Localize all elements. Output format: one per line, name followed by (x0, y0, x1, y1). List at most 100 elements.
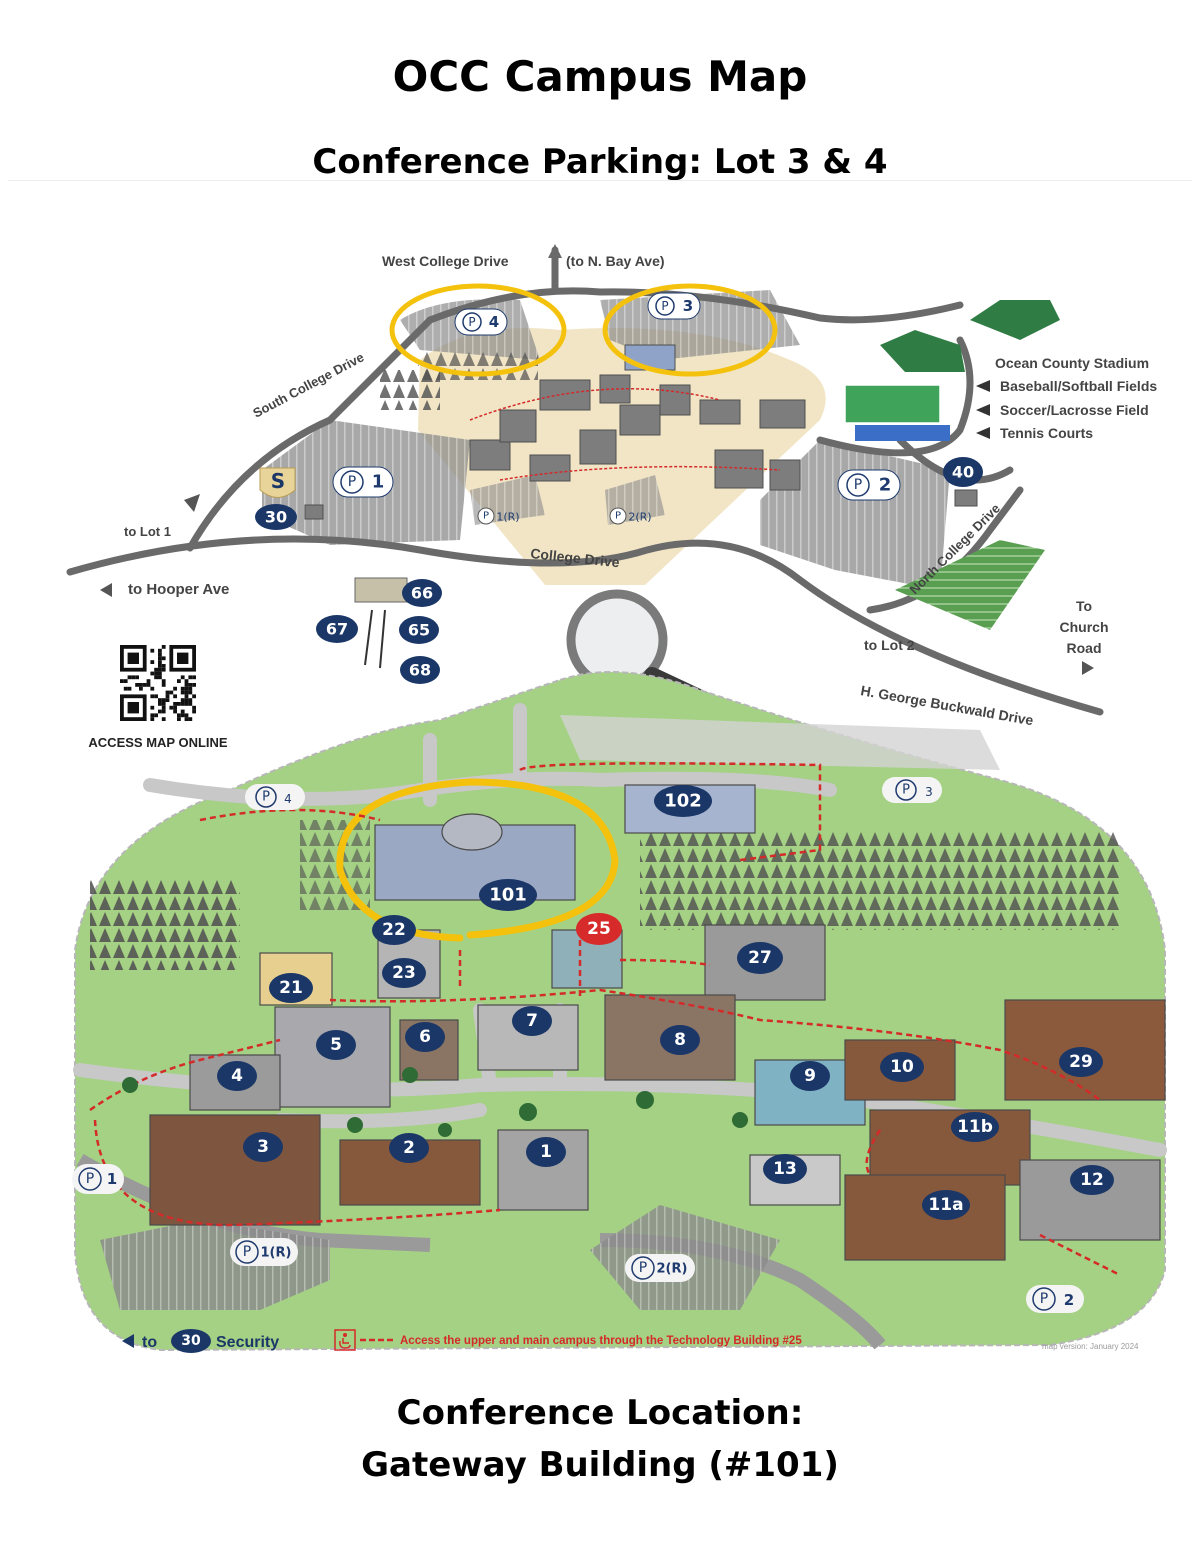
svg-text:2(R): 2(R) (657, 1262, 688, 1277)
road-buckwald: H. George Buckwald Drive (859, 682, 1034, 728)
overview-parking-signs: P 4 P 3 P 1 P 2 P (332, 292, 901, 525)
badge-67[interactable]: 67 (316, 615, 358, 643)
badge-11b[interactable]: 11b (951, 1112, 999, 1142)
building-11a (844, 1174, 1006, 1261)
athletics-stadium: Ocean County Stadium (995, 355, 1149, 371)
highlight-lot-4 (389, 283, 567, 377)
walkway-68 (364, 609, 386, 669)
badge-21[interactable]: 21 (269, 973, 313, 1003)
parking-sign-lot-1r[interactable]: P 1(R) (477, 507, 520, 525)
conference-location-label: Conference Location: (396, 1393, 804, 1433)
page-subtitle: Conference Parking: Lot 3 & 4 (312, 142, 888, 182)
qr-code-icon[interactable] (120, 645, 196, 721)
north-arrow (548, 244, 562, 258)
svg-text:67: 67 (326, 620, 348, 639)
svg-text:25: 25 (587, 919, 611, 939)
badge-27[interactable]: 27 (737, 942, 783, 974)
svg-text:11a: 11a (928, 1195, 963, 1215)
tree-cluster-north (300, 820, 370, 910)
svg-text:5: 5 (330, 1035, 342, 1055)
badge-30[interactable]: 30 (255, 504, 297, 530)
athletics-tennis: Tennis Courts (1000, 425, 1093, 441)
badge-29[interactable]: 29 (1059, 1047, 1103, 1077)
parking-sign-lot-1[interactable]: P 1 (332, 466, 394, 498)
svg-text:7: 7 (526, 1011, 538, 1031)
badge-66[interactable]: 66 (402, 579, 442, 607)
parking-sign-lot-3[interactable]: P 3 (647, 292, 701, 320)
detail-parking-lot-1[interactable]: P 1 (72, 1164, 124, 1194)
badge-6[interactable]: 6 (405, 1022, 445, 1052)
svg-text:3: 3 (257, 1137, 269, 1157)
svg-text:3: 3 (683, 297, 693, 315)
soccer-field (844, 384, 941, 424)
badge-40[interactable]: 40 (943, 457, 983, 487)
badge-1[interactable]: 1 (526, 1137, 566, 1167)
church-arrow-icon (1082, 661, 1094, 675)
svg-text:27: 27 (748, 948, 772, 968)
badge-11a[interactable]: 11a (922, 1190, 970, 1220)
badge-65[interactable]: 65 (399, 616, 439, 644)
building-11b (869, 1109, 1031, 1186)
detail-parking-lot-1r[interactable]: P 1(R) (230, 1238, 298, 1266)
badge-5[interactable]: 5 (316, 1030, 356, 1060)
road-south-college: South College Drive (250, 349, 366, 420)
svg-text:30: 30 (265, 508, 287, 527)
badge-9[interactable]: 9 (790, 1061, 830, 1091)
svg-text:4: 4 (284, 792, 292, 806)
accessibility-icon (334, 1329, 356, 1351)
detail-parking-lot-3[interactable]: P 3 (882, 777, 942, 803)
arrow-soccer-icon (976, 404, 990, 416)
building-2 (339, 1139, 481, 1206)
detail-parking-lot-2r[interactable]: P 2(R) (625, 1254, 695, 1282)
building-3 (149, 1114, 321, 1226)
svg-text:40: 40 (952, 463, 974, 482)
detail-parking-lot-2[interactable]: P 2 (1026, 1285, 1084, 1313)
svg-text:P: P (348, 474, 356, 490)
badge-3[interactable]: 3 (243, 1132, 283, 1162)
badge-7[interactable]: 7 (512, 1006, 552, 1036)
parking-sign-lot-4[interactable]: P 4 (454, 308, 508, 336)
badge-4[interactable]: 4 (217, 1061, 257, 1091)
badge-10[interactable]: 10 (880, 1052, 924, 1082)
parking-sign-lot-2[interactable]: P 2 (837, 469, 901, 501)
svg-text:21: 21 (279, 978, 303, 998)
badge-12[interactable]: 12 (1070, 1165, 1114, 1195)
svg-text:P: P (1040, 1291, 1048, 1307)
header-divider (8, 180, 1192, 181)
detail-parking-lot-4[interactable]: P 4 (245, 784, 305, 810)
svg-text:P: P (86, 1171, 94, 1187)
svg-text:P: P (639, 1260, 647, 1276)
badge-102[interactable]: 102 (654, 785, 712, 817)
badge-13[interactable]: 13 (763, 1154, 807, 1184)
highlight-building-101 (336, 778, 619, 942)
svg-text:23: 23 (392, 963, 416, 983)
badge-25[interactable]: 25 (576, 913, 622, 945)
lot-2 (760, 440, 950, 590)
badge-68[interactable]: 68 (400, 656, 440, 684)
lot1-arrow-icon (184, 494, 200, 512)
overview-map: West College Drive (to N. Bay Ave) South… (66, 244, 1157, 750)
legend-to: to (142, 1334, 157, 1351)
badge-8[interactable]: 8 (660, 1025, 700, 1055)
svg-text:P: P (902, 783, 910, 798)
parking-sign-lot-2r[interactable]: P 2(R) (609, 507, 652, 525)
badge-22[interactable]: 22 (372, 915, 416, 945)
badge-2[interactable]: 2 (389, 1133, 429, 1163)
road-north-bay: (to N. Bay Ave) (566, 253, 665, 269)
overview-paths (469, 388, 781, 481)
security-shield-icon[interactable]: S (259, 467, 296, 498)
svg-text:68: 68 (409, 661, 431, 680)
badge-23[interactable]: 23 (382, 958, 426, 988)
badge-101[interactable]: 101 (479, 879, 537, 911)
to-lot-2: to Lot 2 (864, 637, 915, 653)
svg-text:P: P (468, 315, 475, 329)
focus-zone (418, 328, 826, 585)
detail-map (73, 671, 1167, 1352)
tennis-courts (855, 425, 950, 441)
svg-text:P: P (243, 1244, 251, 1260)
svg-text:P: P (615, 511, 621, 522)
svg-text:1(R): 1(R) (261, 1246, 292, 1261)
svg-text:1(R): 1(R) (496, 511, 519, 524)
legend-badge-30[interactable]: 30 (171, 1329, 211, 1353)
